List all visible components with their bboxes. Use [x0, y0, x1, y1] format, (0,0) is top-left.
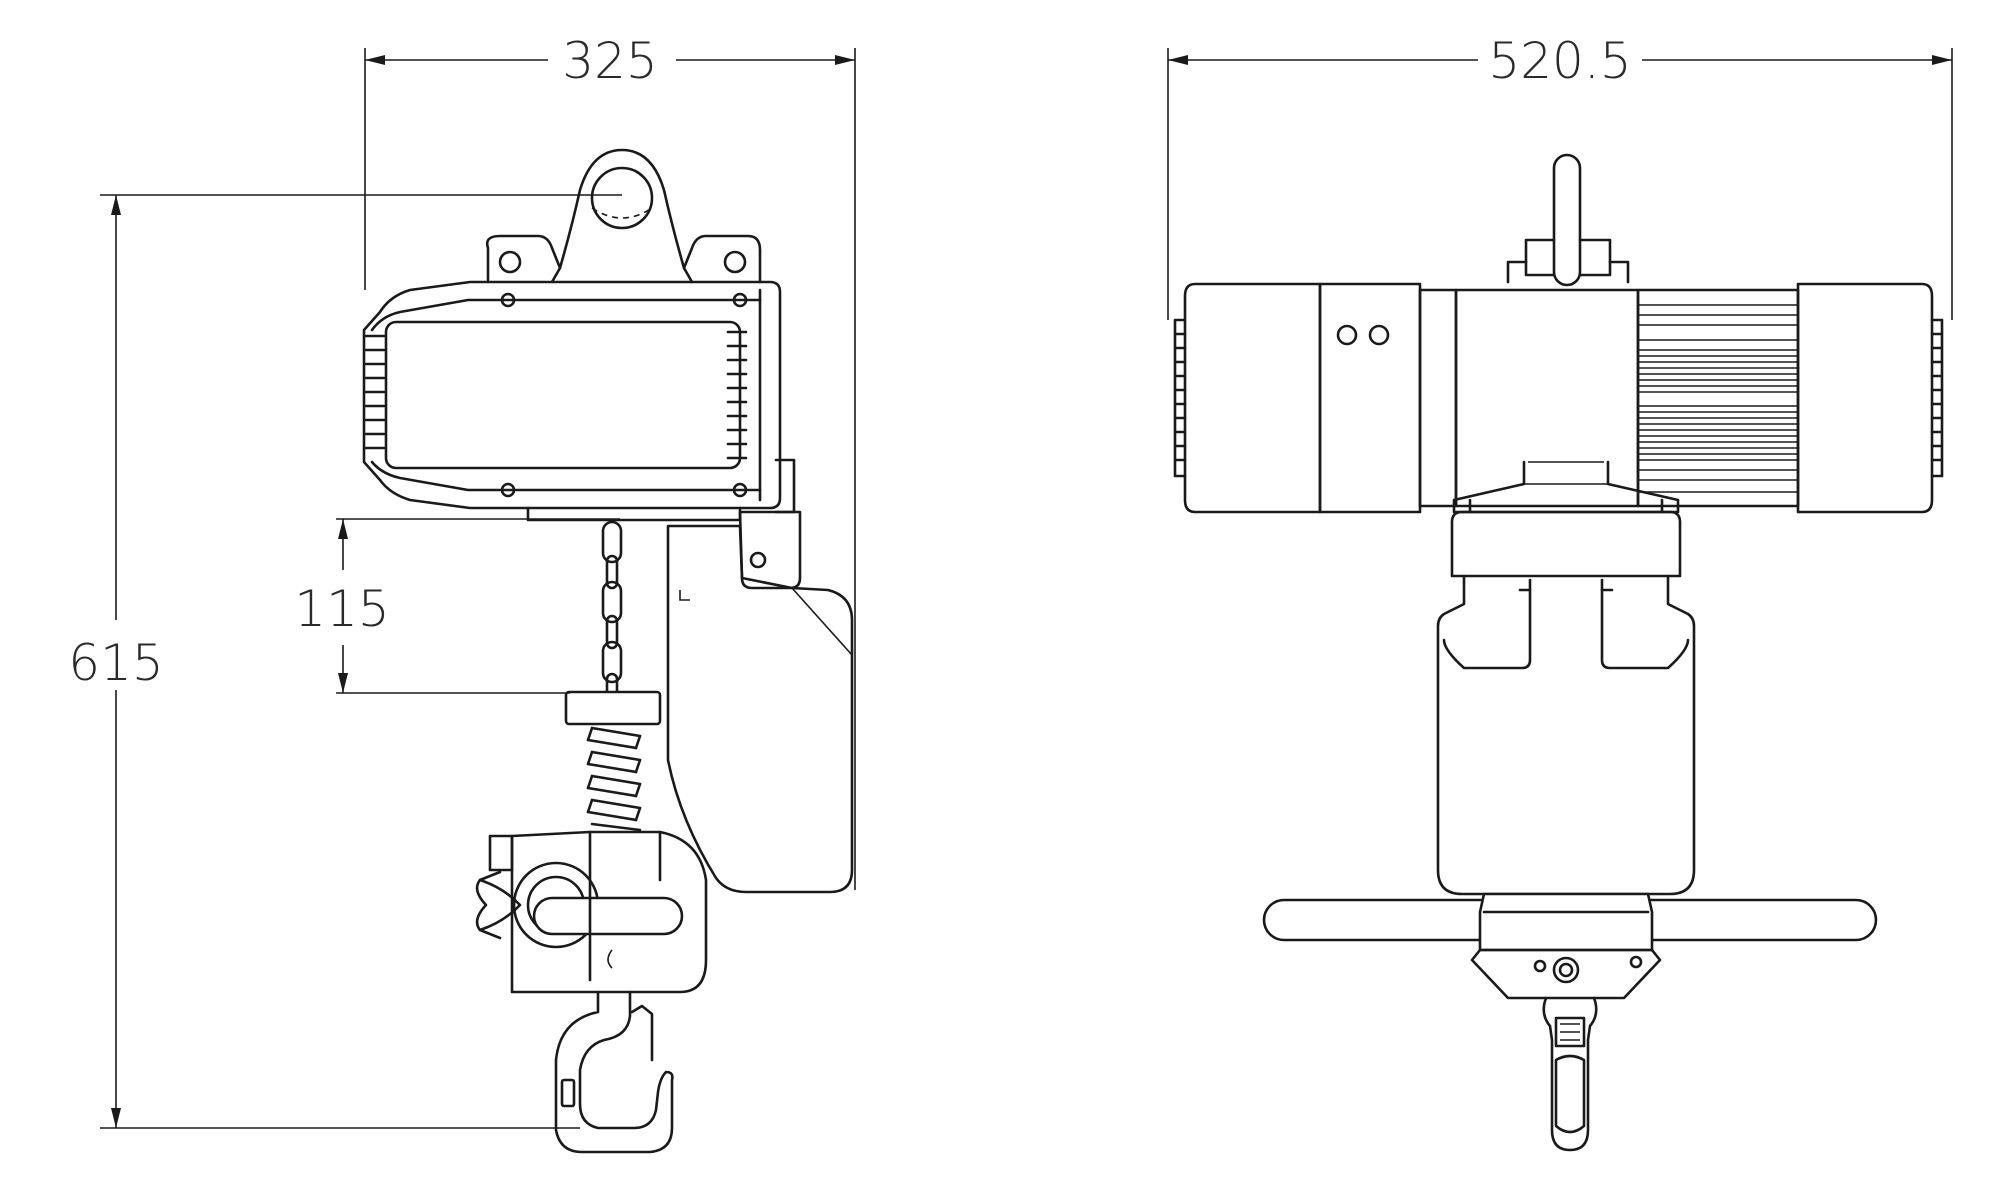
hook: [554, 990, 674, 1154]
dim-label-520-5: 520.5: [1488, 32, 1631, 90]
motor-cylinder: [1173, 282, 1944, 514]
dim-side-height: 615: [68, 194, 622, 1129]
vent-slots-right: [726, 330, 748, 460]
front-gearbox: [1450, 460, 1682, 578]
vent-slots-left: [364, 334, 386, 450]
dim-label-115: 115: [294, 580, 389, 638]
housing-screws: [500, 292, 748, 498]
dim-label-325: 325: [562, 32, 657, 90]
end-cap-ribs: [1173, 318, 1944, 478]
load-chain: [601, 520, 623, 698]
front-top-eye: [1506, 153, 1630, 287]
dim-chain-length: 115: [294, 518, 620, 694]
chain-container: [666, 524, 854, 894]
front-hook: [1542, 996, 1598, 1152]
front-chain-container: [1436, 574, 1696, 896]
motor-housing: [362, 280, 782, 510]
spring: [586, 726, 642, 832]
motor-fins: [1638, 304, 1798, 493]
dim-side-width: 325: [364, 32, 856, 890]
side-view: [362, 148, 854, 1154]
dimension-lines: 325 615 115: [68, 32, 1953, 1129]
hook-block: [475, 830, 708, 994]
dim-front-width: 520.5: [1167, 32, 1953, 320]
top-suspension-eye: [485, 148, 762, 284]
dim-label-615: 615: [68, 634, 163, 692]
front-view: [1173, 153, 1944, 1152]
control-handle: [1262, 892, 1878, 1000]
chain-stop: [564, 690, 662, 726]
